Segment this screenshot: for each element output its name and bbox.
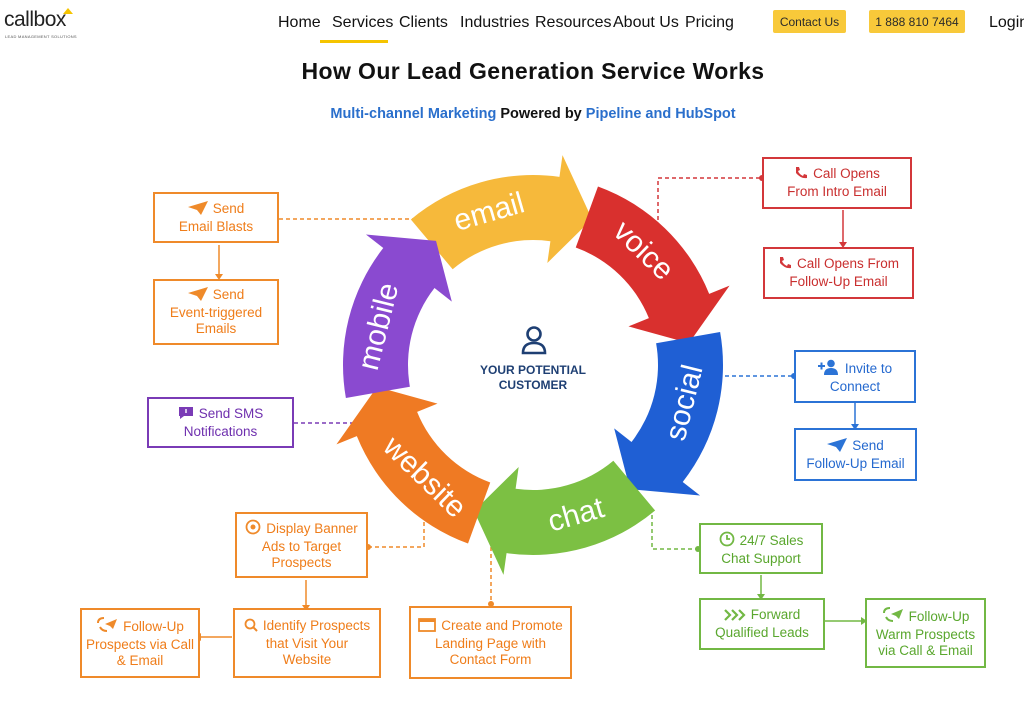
box-line: Connect xyxy=(829,378,881,394)
nav-about-us[interactable]: About Us xyxy=(613,14,679,31)
phone-plane-icon xyxy=(96,617,118,637)
box-line: via Call & Email xyxy=(878,643,973,658)
potential-customer-label: YOUR POTENTIAL CUSTOMER xyxy=(463,363,603,393)
box-line: Call Opens xyxy=(813,166,880,181)
phone-icon xyxy=(794,166,808,184)
page-title: How Our Lead Generation Service Works xyxy=(301,58,765,84)
box-line: Email Blasts xyxy=(178,218,254,234)
potential-customer-icon xyxy=(521,326,547,355)
invite-to-connect-box: Invite to Connect xyxy=(794,350,916,403)
box-line: Prospects via Call xyxy=(85,637,195,652)
ring-segment-chat xyxy=(473,460,656,575)
nav-resources[interactable]: Resources xyxy=(535,14,612,31)
send-followup-email-box: Send Follow-Up Email xyxy=(794,428,917,481)
box-line: Chat Support xyxy=(721,550,801,566)
paper-plane-icon xyxy=(187,287,208,305)
box-line: Call Opens From xyxy=(796,256,900,271)
nav-pricing[interactable]: Pricing xyxy=(685,14,734,31)
box-line: Create and Promote xyxy=(441,617,563,633)
add-user-icon xyxy=(817,359,840,379)
box-line: Qualified Leads xyxy=(715,625,809,640)
box-line: Contact Form xyxy=(449,651,532,667)
box-line: 24/7 Sales xyxy=(739,532,804,548)
followup-warm-prospects-box: Follow-Up Warm Prospects via Call & Emai… xyxy=(865,598,986,668)
box-line: Follow-Up xyxy=(123,619,184,634)
paper-plane-icon xyxy=(827,437,848,456)
phone-number-button[interactable]: 1 888 810 7464 xyxy=(869,10,965,33)
subtitle-multichannel: Multi-channel Marketing xyxy=(330,106,497,122)
box-line: Follow-Up Email xyxy=(806,455,905,471)
connector-chat xyxy=(651,515,698,550)
box-line: Send xyxy=(212,287,245,302)
send-event-emails-box: Send Event-triggered Emails xyxy=(153,279,279,345)
browser-window-icon xyxy=(418,617,437,636)
call-followup-email-box: Call Opens From Follow-Up Email xyxy=(763,247,914,299)
followup-prospects-box: Follow-Up Prospects via Call & Email xyxy=(80,608,200,678)
subtitle-pipeline-hubspot: Pipeline and HubSpot xyxy=(585,106,736,122)
landing-page-box: Create and Promote Landing Page with Con… xyxy=(409,606,572,679)
box-line: Send xyxy=(212,200,245,216)
contact-us-button[interactable]: Contact Us xyxy=(773,10,846,33)
box-line: Prospects xyxy=(271,555,332,570)
call-intro-email-box: Call Opens From Intro Email xyxy=(762,157,912,209)
top-navigation-bar: callbox LEAD MANAGEMENT SOLUTIONS Home S… xyxy=(0,0,1024,44)
nav-industries[interactable]: Industries xyxy=(460,14,530,31)
magnifier-icon xyxy=(244,618,258,636)
box-line: Send SMS xyxy=(198,405,264,421)
identify-prospects-box: Identify Prospects that Visit Your Websi… xyxy=(233,608,381,678)
paper-plane-icon xyxy=(187,200,208,219)
box-line: Ads to Target xyxy=(261,539,342,554)
center-label-line2: CUSTOMER xyxy=(498,378,568,392)
forward-chevrons-icon xyxy=(723,609,746,625)
ring-segment-social xyxy=(614,332,723,496)
box-line: Invite to xyxy=(844,360,893,376)
box-line: Emails xyxy=(195,321,237,336)
box-line: Event-triggered xyxy=(169,305,263,320)
callbox-logo[interactable]: callbox LEAD MANAGEMENT SOLUTIONS xyxy=(4,6,84,40)
ring-segment-website xyxy=(336,386,491,544)
box-line: that Visit Your xyxy=(265,636,349,651)
page-subtitle: Multi-channel Marketing Powered by Pipel… xyxy=(0,106,1024,122)
box-line: Website xyxy=(282,652,332,667)
nav-clients[interactable]: Clients xyxy=(399,14,448,31)
forward-leads-box: Forward Qualified Leads xyxy=(699,598,825,650)
box-line: From Intro Email xyxy=(787,184,887,199)
box-line: Send xyxy=(852,437,884,453)
send-sms-box: Send SMS Notifications xyxy=(147,397,294,448)
target-icon xyxy=(245,519,261,539)
box-line: Notifications xyxy=(183,423,258,439)
login-link[interactable]: Login xyxy=(989,14,1024,31)
box-line: & Email xyxy=(116,653,164,668)
display-banner-ads-box: Display Banner Ads to Target Prospects xyxy=(235,512,368,578)
box-line: Follow-Up xyxy=(908,609,970,624)
box-line: Landing Page with xyxy=(434,635,547,651)
send-email-blasts-box: Send Email Blasts xyxy=(153,192,279,243)
box-line: Display Banner xyxy=(266,521,358,536)
ring-segment-email xyxy=(410,155,593,270)
nav-home[interactable]: Home xyxy=(278,14,321,31)
logo-caret-icon xyxy=(63,8,73,14)
subtitle-powered-by: Powered by xyxy=(496,106,586,122)
clock-icon xyxy=(719,531,735,551)
chat-bubble-icon xyxy=(178,406,194,424)
logo-wordmark: callbox xyxy=(4,8,66,31)
logo-tagline: LEAD MANAGEMENT SOLUTIONS xyxy=(5,34,77,39)
chat-support-box: 24/7 Sales Chat Support xyxy=(699,523,823,574)
ring-segment-mobile xyxy=(343,234,452,398)
phone-plane-icon xyxy=(882,607,904,627)
connector-website-banner xyxy=(368,510,425,548)
box-line: Warm Prospects xyxy=(875,627,976,642)
active-nav-indicator xyxy=(320,40,388,43)
box-line: Identify Prospects xyxy=(262,618,371,633)
box-line: Follow-Up Email xyxy=(789,274,888,289)
phone-icon xyxy=(778,256,792,274)
box-line: Forward xyxy=(750,607,801,622)
ring-segment-voice xyxy=(575,186,730,344)
center-label-line1: YOUR POTENTIAL xyxy=(479,363,586,377)
nav-services[interactable]: Services xyxy=(332,14,394,31)
